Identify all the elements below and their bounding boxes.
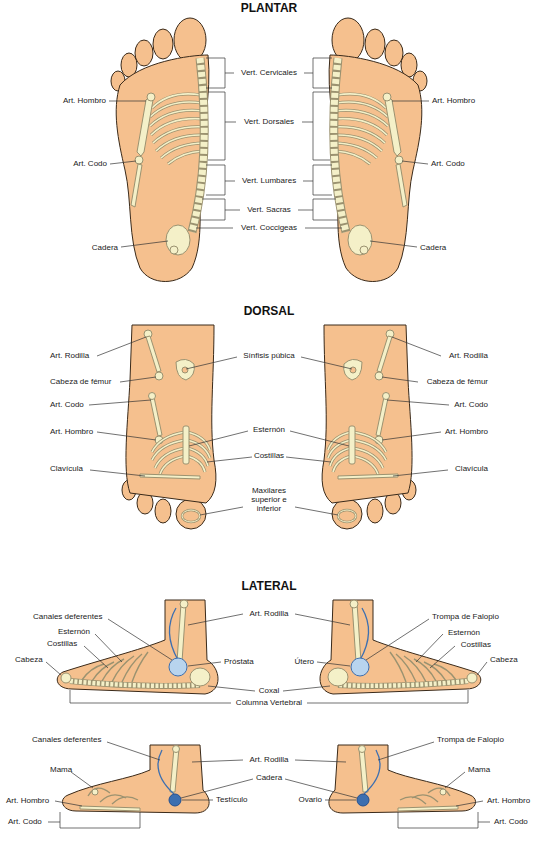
part-label: Art. Codo — [8, 817, 42, 826]
section-title: DORSAL — [244, 305, 295, 319]
part-label: Art. Rodilla — [449, 351, 488, 360]
right-plantar-foot — [329, 18, 427, 282]
part-label: Art. Rodilla — [249, 755, 288, 764]
part-label: Art. Codo — [494, 817, 528, 826]
section-title: LATERAL — [241, 580, 296, 594]
part-label: Cabeza de fémur — [427, 377, 488, 386]
part-label: Cabeza — [490, 655, 518, 664]
part-label: Art. Codo — [454, 400, 488, 409]
part-label: Cadera — [92, 243, 118, 252]
part-label: Cadera — [420, 243, 446, 252]
part-label: Vert. Dorsales — [244, 117, 294, 126]
part-label: Art. Rodilla — [50, 351, 89, 360]
part-label: Esternón — [448, 628, 480, 637]
left-dorsal-foot — [122, 325, 216, 529]
part-label: Esternón — [58, 627, 90, 636]
part-label: Art. Hombro — [63, 96, 106, 105]
part-label: Ovario — [298, 795, 322, 804]
part-label: Art. Hombro — [50, 427, 93, 436]
part-label: Columna Vertebral — [236, 698, 302, 707]
part-label: Trompa de Falopio — [437, 735, 504, 744]
right-dorsal-foot — [322, 325, 416, 529]
female-lateral-foot-outer — [329, 745, 476, 813]
part-label: Vert. Sacras — [247, 205, 291, 214]
part-label: Art. Hombro — [487, 796, 530, 805]
part-label: Cabeza de fémur — [50, 377, 111, 386]
part-label: Cabeza — [15, 655, 43, 664]
part-label: Sínfisis púbica — [243, 351, 295, 360]
part-label: Clavícula — [50, 464, 83, 473]
part-label: Costillas — [461, 640, 491, 649]
part-label: Maxilares superior e inferior — [246, 486, 292, 514]
section-title: PLANTAR — [241, 2, 297, 16]
male-lateral-foot-outer — [62, 745, 209, 813]
part-label: Mama — [468, 765, 490, 774]
part-label: Trompa de Falopio — [432, 612, 499, 621]
part-label: Coxal — [259, 686, 279, 695]
part-label: Testículo — [216, 795, 248, 804]
left-plantar-foot — [111, 18, 209, 282]
part-label: Costillas — [47, 639, 77, 648]
part-label: Art. Rodilla — [249, 609, 288, 618]
part-label: Mama — [50, 765, 72, 774]
part-label: Costillas — [254, 451, 284, 460]
part-label: Clavícula — [455, 464, 488, 473]
part-label: Esternón — [253, 425, 285, 434]
part-label: Vert. Cervicales — [241, 68, 297, 77]
part-label: Art. Codo — [73, 159, 107, 168]
part-label: Art. Codo — [50, 400, 84, 409]
part-label: Canales deferentes — [32, 735, 101, 744]
part-label: Cadera — [256, 773, 282, 782]
part-label: Canales deferentes — [33, 612, 102, 621]
part-label: Art. Hombro — [6, 796, 49, 805]
part-label: Art. Codo — [431, 159, 465, 168]
leader-lines — [46, 58, 490, 828]
part-label: Próstata — [224, 657, 254, 666]
part-label: Vert. Coccigeas — [241, 223, 297, 232]
part-label: Útero — [294, 657, 314, 666]
part-label: Vert. Lumbares — [242, 176, 296, 185]
part-label: Art. Hombro — [432, 96, 475, 105]
part-label: Art. Hombro — [445, 427, 488, 436]
